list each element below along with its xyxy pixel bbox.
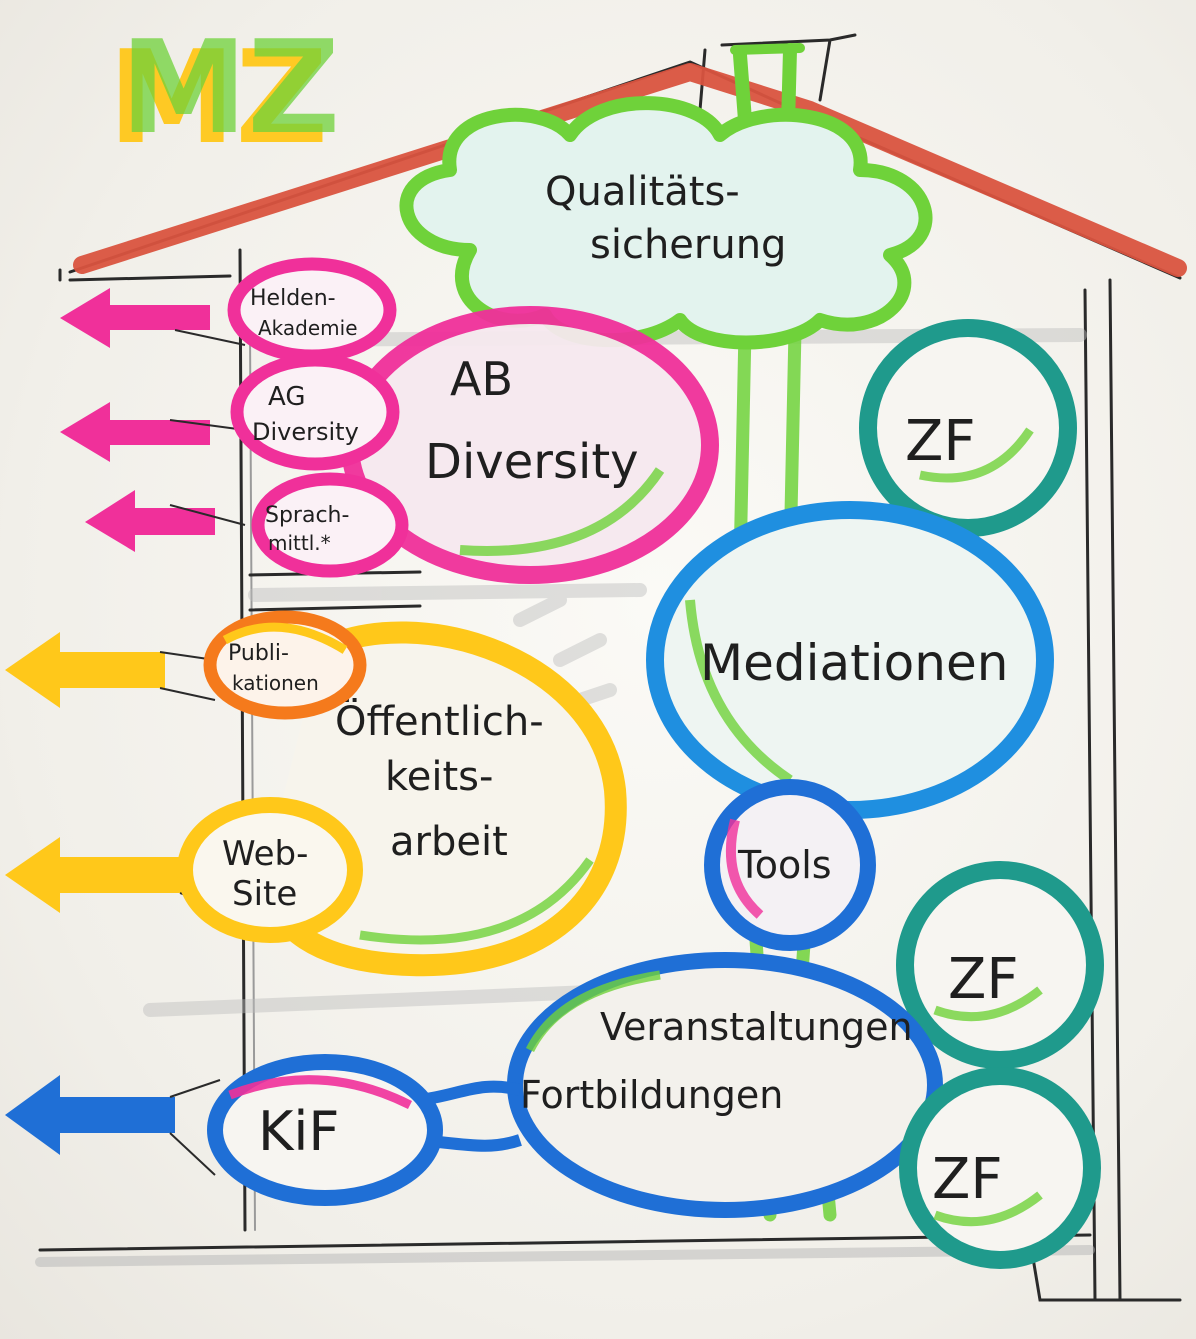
sprachmittler-label-1: Sprach- bbox=[265, 503, 349, 528]
zf-bottom-bubble bbox=[899, 1067, 1101, 1269]
arrow-left-icon bbox=[5, 837, 185, 913]
oeffentlichkeitsarbeit-label-2: keits- bbox=[385, 754, 493, 800]
mediation-group: Mediationen bbox=[646, 501, 1054, 819]
arrow-left-icon bbox=[60, 288, 210, 348]
yellow-arrows bbox=[5, 632, 216, 913]
publikationen-label-1: Publi- bbox=[228, 641, 289, 666]
zf-mid-label: ZF bbox=[948, 947, 1019, 1012]
title-text-shadow: MZ bbox=[108, 24, 328, 173]
website-label-2: Site bbox=[232, 874, 297, 914]
arrow-left-icon bbox=[5, 1075, 175, 1155]
oeffentlichkeitsarbeit-label-3: arbeit bbox=[390, 819, 508, 865]
veranstaltungen-label-2: Fortbildungen bbox=[520, 1073, 783, 1117]
tools-group: Tools bbox=[704, 779, 876, 951]
oeffentlichkeitsarbeit-label-1: Öffentlich- bbox=[335, 697, 544, 745]
mediation-label: Mediationen bbox=[700, 634, 1008, 692]
sprachmittler-bubble bbox=[251, 472, 409, 578]
helden-akademie-label-1: Helden- bbox=[250, 286, 336, 311]
zf-top-bubble bbox=[859, 319, 1077, 537]
house-outline bbox=[35, 33, 1182, 1302]
ab-diversity-label-2: Diversity bbox=[425, 434, 639, 490]
ag-diversity-label-2: Diversity bbox=[252, 418, 359, 446]
helden-akademie-label-2: Akademie bbox=[258, 316, 358, 340]
zf-top-label: ZF bbox=[905, 409, 976, 474]
quality-cloud: Qualitäts- sicherung bbox=[399, 96, 933, 350]
diversity-cluster: AB Diversity Helden- Akademie AG Diversi… bbox=[60, 257, 719, 584]
pink-arrows bbox=[60, 288, 246, 552]
ag-diversity-bubble bbox=[230, 353, 400, 471]
quality-label-2: sicherung bbox=[590, 222, 786, 268]
publikationen-label-2: kationen bbox=[232, 671, 319, 695]
website-label-1: Web- bbox=[222, 834, 308, 874]
zf-bottom-group: ZF bbox=[899, 1067, 1101, 1269]
kif-group: KiF bbox=[5, 1054, 522, 1206]
public-relations-cluster: Öffentlich- keits- arbeit Publi- katione… bbox=[5, 610, 627, 977]
veranstaltungen-label-1: Veranstaltungen bbox=[600, 1005, 913, 1049]
ag-diversity-label-1: AG bbox=[268, 382, 305, 412]
website-bubble bbox=[177, 797, 363, 943]
events-group: Veranstaltungen Fortbildungen bbox=[507, 952, 943, 1218]
kif-label: KiF bbox=[258, 1100, 339, 1163]
zf-top-group: ZF bbox=[859, 319, 1077, 537]
page-title: MZ bbox=[120, 14, 340, 163]
quality-label-1: Qualitäts- bbox=[545, 169, 740, 215]
tools-label: Tools bbox=[737, 843, 832, 887]
zf-mid-group: ZF bbox=[896, 861, 1104, 1069]
arrow-left-icon bbox=[5, 632, 165, 708]
zf-bottom-label: ZF bbox=[932, 1147, 1003, 1212]
sprachmittler-label-2: mittl.* bbox=[268, 531, 331, 555]
arrow-left-icon bbox=[60, 402, 210, 462]
arrow-left-icon bbox=[85, 490, 215, 552]
title-logo: MZ MZ bbox=[108, 14, 340, 173]
ab-diversity-label-1: AB bbox=[450, 352, 513, 406]
